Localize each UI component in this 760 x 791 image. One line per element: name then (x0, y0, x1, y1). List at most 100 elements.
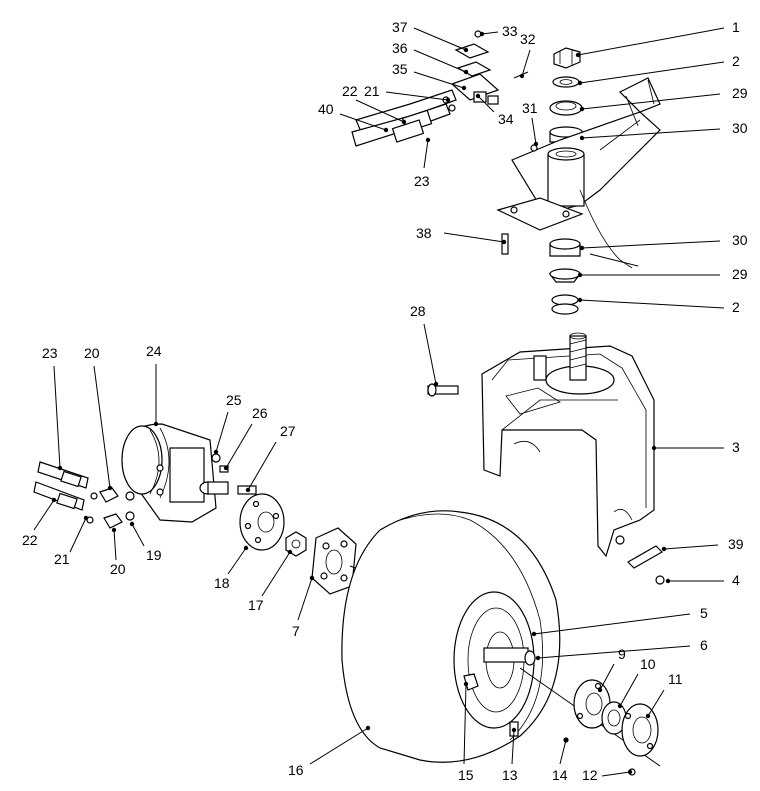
callout-c29a: 29 (579, 85, 748, 112)
callout-c14: 14 (552, 737, 569, 783)
callout-c15: 15 (458, 681, 474, 783)
part-number-label: 25 (226, 392, 242, 408)
callout-c16: 16 (288, 725, 371, 778)
part-number-label: 3 (732, 439, 740, 455)
leader-dot (475, 93, 481, 99)
leader-dot (365, 725, 371, 731)
leader-dot (445, 97, 451, 103)
callout-c2a: 2 (577, 53, 740, 86)
leader-line (33, 499, 55, 531)
callout-c24: 24 (146, 343, 162, 427)
leader-line (423, 139, 429, 169)
callout-c39: 39 (661, 536, 744, 552)
callout-c22b: 22 (22, 497, 57, 548)
callout-c20b: 20 (110, 527, 126, 577)
leader-dot (577, 297, 583, 303)
leader-dot (579, 106, 585, 112)
part-number-label: 12 (582, 767, 598, 783)
part-number-label: 37 (392, 19, 408, 35)
part-number-label: 1 (732, 19, 740, 35)
leader-dot (383, 127, 389, 133)
part-number-label: 40 (318, 101, 334, 117)
leader-dot (597, 687, 603, 693)
callout-c22a: 22 (342, 83, 407, 125)
leader-line (53, 365, 61, 469)
leader-line (215, 411, 229, 453)
leader-line (93, 365, 111, 489)
leader-line (599, 663, 615, 691)
tire-wheel (341, 510, 661, 776)
leader-dot (645, 713, 651, 719)
callout-c2b: 2 (577, 297, 740, 315)
mounting-plate (496, 197, 584, 231)
leader-line (131, 523, 145, 547)
leader-line (521, 49, 531, 77)
leader-dot (577, 80, 583, 86)
leader-dot (577, 272, 583, 278)
part-number-label: 7 (292, 623, 300, 639)
part-number-label: 20 (110, 561, 126, 577)
leader-dot (533, 141, 539, 147)
callout-c9: 9 (597, 646, 626, 693)
part-number-label: 29 (732, 266, 748, 282)
part-number-label: 4 (732, 572, 740, 588)
leader-dot (401, 119, 407, 125)
callout-c30a: 30 (579, 120, 748, 141)
part-number-label: 19 (146, 547, 162, 563)
part-number-label: 16 (288, 762, 304, 778)
part-number-label: 18 (214, 575, 230, 591)
leader-line (579, 61, 725, 84)
leader-line (537, 645, 691, 659)
leader-line (247, 441, 277, 491)
leader-line (227, 547, 247, 575)
leader-line (581, 128, 721, 139)
part-number-label: 35 (392, 61, 408, 77)
leader-dot (57, 465, 63, 471)
part-number-label: 32 (520, 31, 536, 47)
callout-c29b: 29 (577, 266, 748, 282)
leader-dot (433, 381, 439, 387)
part-number-label: 38 (416, 225, 432, 241)
part-number-label: 17 (248, 597, 264, 613)
part-number-label: 30 (732, 232, 748, 248)
callout-c7: 7 (292, 575, 315, 639)
part-number-label: 27 (280, 423, 296, 439)
leader-line (69, 517, 87, 553)
leader-line (385, 91, 449, 101)
leader-dot (651, 445, 657, 451)
callout-c23b: 23 (42, 345, 63, 471)
part-number-label: 10 (640, 656, 656, 672)
part-number-label: 21 (54, 551, 70, 567)
leader-line (339, 113, 387, 131)
part-number-label: 23 (414, 173, 430, 189)
leader-dot (579, 245, 585, 251)
frame-body (511, 111, 661, 211)
part-number-label: 11 (668, 671, 683, 687)
part-number-label: 24 (146, 343, 162, 359)
callout-c20a: 20 (84, 345, 113, 491)
callout-c13: 13 (502, 727, 518, 783)
part-number-label: 22 (22, 532, 38, 548)
leader-dot (463, 681, 469, 687)
leader-dot (309, 575, 315, 581)
leader-dot (665, 578, 671, 584)
leader-line (463, 683, 467, 765)
callout-c26: 26 (223, 405, 268, 471)
callout-c27: 27 (245, 423, 296, 493)
leader-line (559, 739, 567, 765)
leader-dot (243, 545, 249, 551)
leader-line (531, 117, 537, 145)
leader-line (581, 240, 721, 249)
part-number-label: 29 (732, 85, 748, 101)
callout-c6: 6 (535, 637, 708, 661)
part-number-label: 23 (42, 345, 58, 361)
leader-dot (213, 449, 219, 455)
caster-fork (427, 332, 665, 585)
leader-line (601, 771, 631, 777)
callout-c38: 38 (416, 225, 507, 245)
leader-dot (519, 73, 525, 79)
wheel-hub (239, 493, 285, 551)
leader-dot (223, 465, 229, 471)
